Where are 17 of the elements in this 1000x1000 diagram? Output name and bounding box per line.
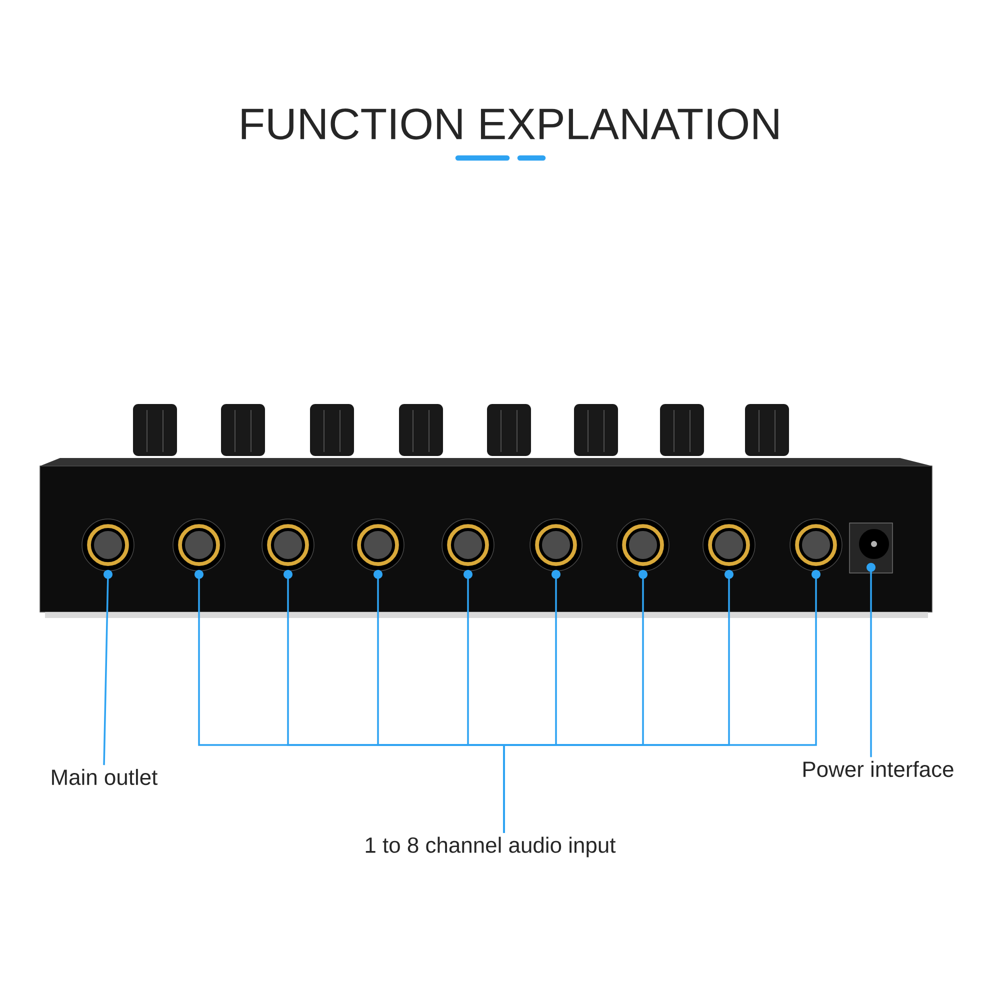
audio-jack bbox=[262, 518, 314, 572]
callout-label: Main outlet bbox=[52, 768, 158, 786]
audio-jack bbox=[616, 518, 670, 572]
audio-jack bbox=[790, 518, 842, 572]
audio-jack bbox=[442, 518, 494, 572]
leader-line bbox=[503, 570, 820, 833]
power-socket bbox=[849, 522, 893, 574]
audio-jack bbox=[172, 518, 226, 572]
leader-line bbox=[103, 570, 112, 766]
audio-jack bbox=[530, 518, 582, 572]
audio-jack bbox=[82, 518, 134, 572]
title: FUNCTION EXPLANATION bbox=[242, 108, 778, 140]
callout-label: 1 to 8 channel audio input bbox=[366, 836, 616, 858]
callout-label: Power interface bbox=[804, 760, 954, 778]
audio-jack bbox=[702, 518, 756, 572]
leader-line bbox=[866, 562, 876, 758]
audio-jack bbox=[352, 518, 404, 572]
